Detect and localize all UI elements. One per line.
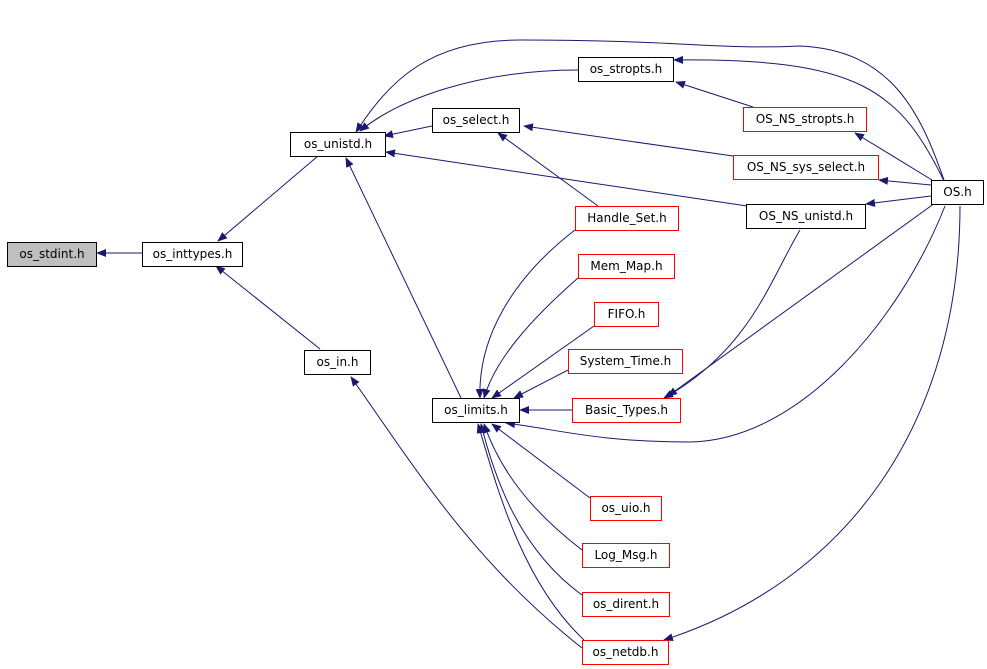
edge-stropts-to-unistd <box>359 69 579 132</box>
node-os-dirent[interactable]: os_dirent.h <box>582 592 670 617</box>
edge-os-to-nsunistd <box>865 195 932 207</box>
node-os-stropts[interactable]: os_stropts.h <box>578 57 674 82</box>
edge-uio-to-limits <box>491 423 591 499</box>
edge-os-to-netdb <box>663 205 961 642</box>
edge-memmap-to-limits <box>482 277 579 399</box>
node-log-msg[interactable]: Log_Msg.h <box>582 543 670 568</box>
edge-os-to-nsstropts <box>854 132 933 181</box>
node-mem-map[interactable]: Mem_Map.h <box>578 254 675 279</box>
node-system-time[interactable]: System_Time.h <box>568 349 683 374</box>
node-os-ns-unistd[interactable]: OS_NS_unistd.h <box>746 204 866 229</box>
edge-select-to-unistd <box>383 125 433 139</box>
node-os-netdb[interactable]: os_netdb.h <box>582 640 669 665</box>
edge-os-to-limits <box>505 205 946 443</box>
node-os-stdint[interactable]: os_stdint.h <box>7 242 97 267</box>
edge-netdb-to-limits <box>476 423 585 641</box>
node-os-select[interactable]: os_select.h <box>432 108 520 133</box>
node-os-ns-stropts[interactable]: OS_NS_stropts.h <box>743 107 867 132</box>
edge-nsstropts-to-stropts <box>675 80 754 108</box>
node-os-limits[interactable]: os_limits.h <box>432 398 520 423</box>
edge-in-to-inttypes <box>215 265 321 350</box>
edge-fifo-to-limits <box>491 325 595 399</box>
edge-dirent-to-limits <box>479 423 583 596</box>
node-handle-set[interactable]: Handle_Set.h <box>575 206 679 231</box>
edge-nsunistd-to-basictypes <box>663 229 801 399</box>
edge-limits-to-unistd <box>345 157 463 401</box>
edge-os-to-basictypes <box>667 202 936 397</box>
node-basic-types[interactable]: Basic_Types.h <box>572 398 681 423</box>
node-os-ns-sys-select[interactable]: OS_NS_sys_select.h <box>733 155 879 180</box>
edge-systemtime-to-limits <box>513 369 569 399</box>
node-os-in[interactable]: os_in.h <box>304 350 371 375</box>
node-fifo[interactable]: FIFO.h <box>594 302 659 327</box>
node-os-uio[interactable]: os_uio.h <box>590 496 662 521</box>
edge-nsunistd-to-unistd <box>385 149 748 207</box>
node-os-unistd[interactable]: os_unistd.h <box>290 132 386 157</box>
node-os[interactable]: OS.h <box>931 180 984 205</box>
edge-logmsg-to-limits <box>483 423 583 551</box>
node-os-inttypes[interactable]: os_inttypes.h <box>142 242 243 267</box>
edge-nssysselect-to-select <box>523 123 734 157</box>
edge-os-to-nssysselect <box>878 176 932 186</box>
edge-netdb-to-in <box>350 376 583 649</box>
edge-os-to-unistd-arc <box>355 39 946 184</box>
edge-unistd-to-inttypes <box>217 155 319 242</box>
edge-os-to-stropts <box>673 55 946 184</box>
edge-handleset-to-limits <box>475 229 576 399</box>
edge-handleset-to-select <box>497 132 599 207</box>
